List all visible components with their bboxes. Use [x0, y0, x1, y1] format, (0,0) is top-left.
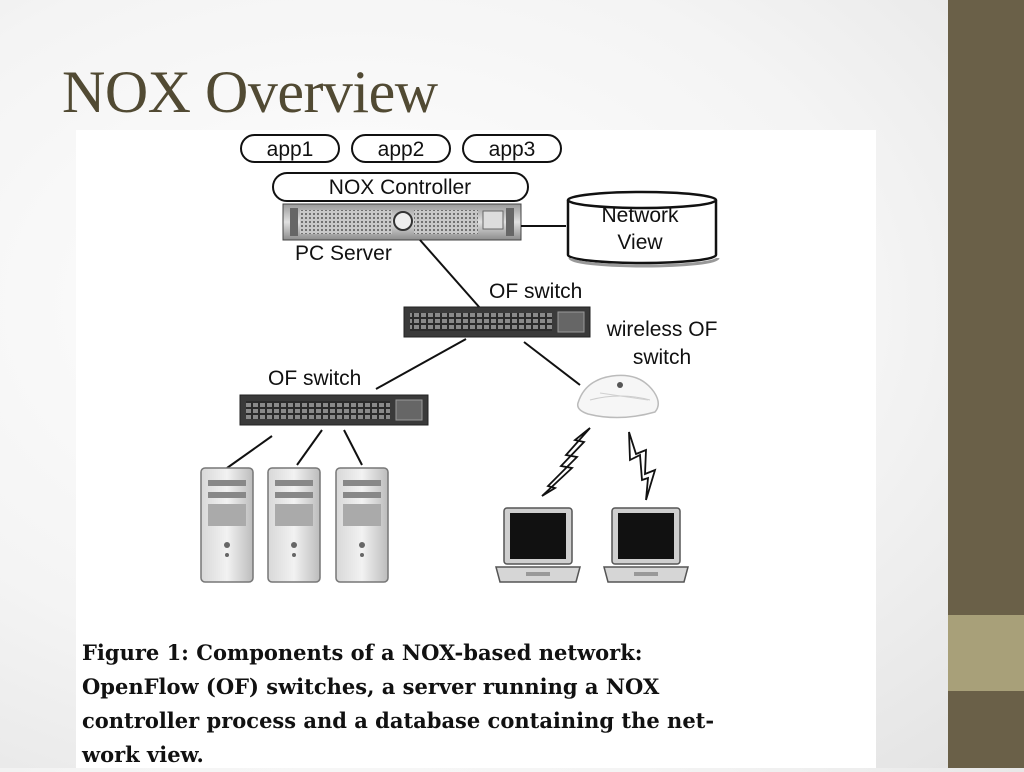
laptop-icon [603, 507, 689, 583]
wireless-access-point-icon [576, 374, 659, 419]
app2-pill: app2 [351, 134, 451, 163]
sidebar-accent [948, 615, 1024, 691]
pc-server-icon [282, 203, 522, 241]
server-switch-link [419, 239, 481, 309]
tower-pc-icon [267, 467, 321, 583]
tower-pc-icon [335, 467, 389, 583]
slide-title: NOX Overview [62, 59, 438, 125]
tower-pc-icon [200, 467, 254, 583]
network-view-label-line1: Network [601, 204, 679, 227]
figure-caption: Figure 1: Components of a NOX-based netw… [82, 636, 868, 772]
caption-line-4: work view. [82, 742, 204, 767]
caption-line-1: Figure 1: Components of a NOX-based netw… [82, 640, 643, 665]
nox-controller-label: NOX Controller [329, 176, 471, 199]
app3-label: app3 [489, 138, 536, 161]
network-view-label-line2: View [617, 231, 663, 254]
of-switch-left-icon [239, 394, 429, 426]
app1-label: app1 [267, 138, 314, 161]
lightning-bolt-icon [541, 427, 591, 497]
switch-switch-link [375, 338, 467, 390]
laptop-icon [495, 507, 581, 583]
caption-line-3: controller process and a database contai… [82, 708, 715, 733]
switch-tower1-link [226, 435, 273, 469]
pc-server-label: PC Server [295, 242, 392, 265]
nox-controller-pill: NOX Controller [272, 172, 529, 202]
app2-label: app2 [378, 138, 425, 161]
caption-line-2: OpenFlow (OF) switches, a server running… [82, 674, 660, 699]
of-switch-top-label: OF switch [489, 280, 582, 303]
wireless-label-line2: switch [633, 346, 691, 369]
app1-pill: app1 [240, 134, 340, 163]
lightning-bolt-icon [628, 431, 657, 501]
switch-tower3-link [343, 429, 363, 466]
of-switch-left-label: OF switch [268, 367, 361, 390]
of-switch-top-icon [403, 306, 591, 338]
wireless-label-line1: wireless OF [606, 318, 718, 341]
switch-tower2-link [296, 429, 323, 466]
switch-wireless-link [523, 341, 581, 386]
database-icon: Network View [566, 190, 720, 268]
app3-pill: app3 [462, 134, 562, 163]
